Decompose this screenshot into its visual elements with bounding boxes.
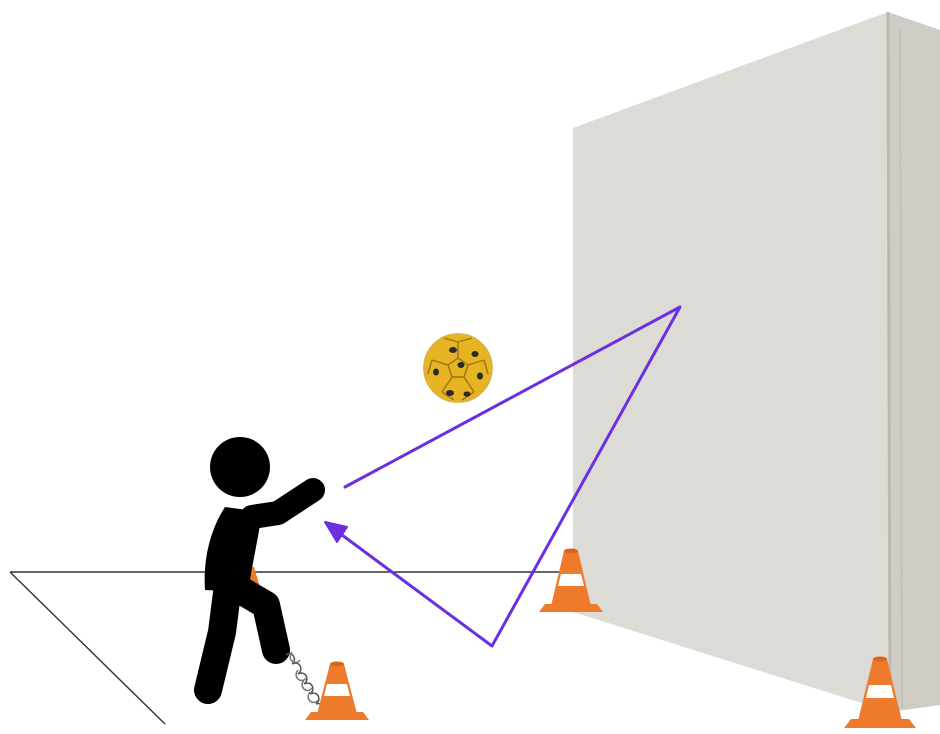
wall-edge (888, 12, 890, 712)
traffic-cone-icon (305, 662, 369, 721)
figure-front-leg (232, 585, 276, 650)
figure-back-leg (208, 585, 228, 690)
person-figure (205, 437, 313, 690)
figure-arm (252, 490, 313, 517)
goalball-icon (424, 334, 492, 402)
tether-rope (286, 652, 324, 712)
trajectory-arrowhead (325, 522, 347, 542)
wall-panel (573, 12, 940, 712)
wall-side (888, 12, 940, 712)
floor-lines (10, 572, 575, 724)
figure-head (210, 437, 270, 497)
floor-side-line (10, 572, 165, 724)
wall-face (573, 12, 890, 712)
